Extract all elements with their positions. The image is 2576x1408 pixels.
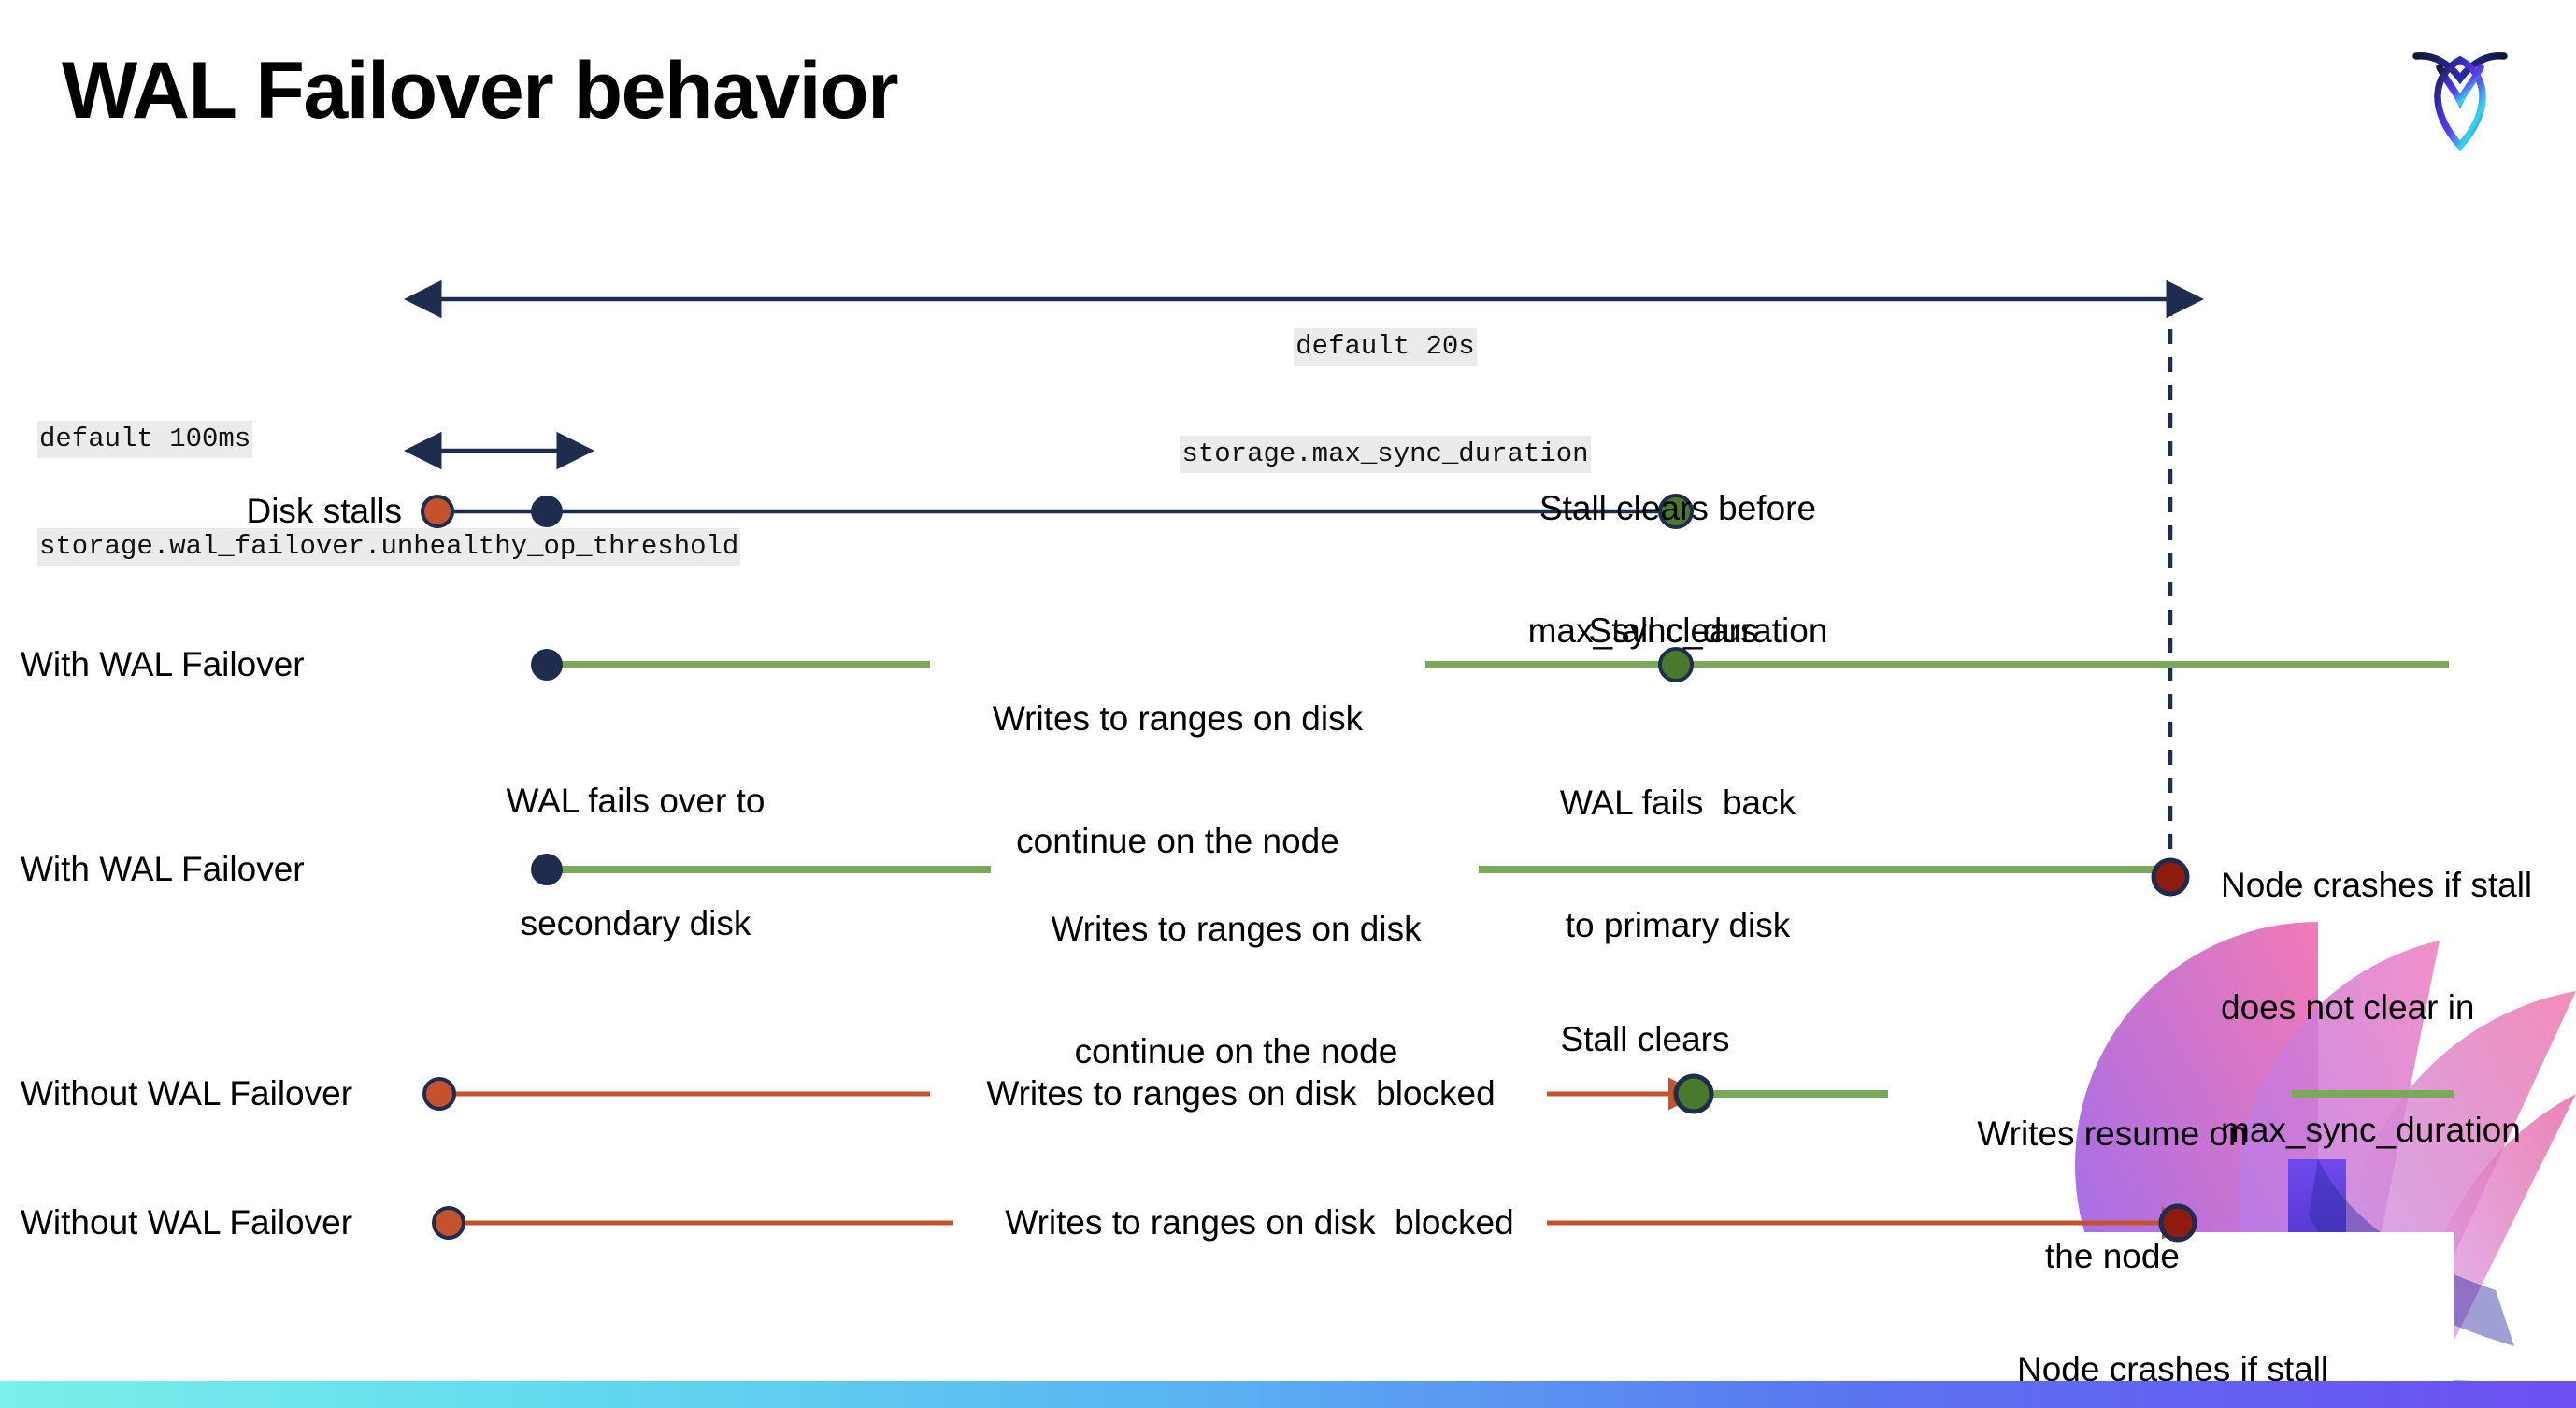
max-sync-duration-callout: default 20s storage.max_sync_duration bbox=[1142, 258, 1628, 544]
annotation-writes-blocked-2: Writes to ranges on disk blocked bbox=[1005, 1203, 1514, 1242]
wal-fails-over-line-2: secondary disk bbox=[520, 904, 751, 943]
writes-continue-line-2: continue on the node bbox=[1016, 822, 1339, 861]
annotation-writes-continue-1: Writes to ranges on disk continue on the… bbox=[935, 617, 1421, 943]
wal-fails-back-line-2: to primary disk bbox=[1565, 906, 1791, 945]
writes-continue2-line-1: Writes to ranges on disk bbox=[1051, 910, 1422, 949]
row-with-wal-failover-recovers-track bbox=[531, 647, 2449, 682]
row-label-without-wal-failover-2: Without WAL Failover bbox=[21, 1203, 353, 1242]
page-title: WAL Failover behavior bbox=[62, 46, 899, 136]
annotation-line-2: max_sync_duration bbox=[1527, 611, 1828, 651]
row-label-with-wal-failover-1: With WAL Failover bbox=[21, 645, 305, 683]
max-sync-default-chip: default 20s bbox=[1294, 328, 1477, 366]
node-crashes3-line-3: max_sync_duration bbox=[2221, 1111, 2521, 1150]
annotation-wal-fails-over: WAL fails over to secondary disk bbox=[439, 699, 832, 1026]
annotation-stall-clears-before: Stall clears before max_sync_duration bbox=[1496, 407, 1860, 733]
row-with-wal-failover-crashes-track bbox=[531, 854, 2190, 897]
unhealthy-name-chip: storage.wal_failover.unhealthy_op_thresh… bbox=[37, 528, 741, 567]
row-label-with-wal-failover-2: With WAL Failover bbox=[21, 850, 305, 888]
wal-fails-back-line-1: WAL fails back bbox=[1559, 783, 1796, 823]
annotation-node-crashes-row3: Node crashes if stall does not clear in … bbox=[2221, 783, 2576, 1232]
writes-resume-line-1: Writes resume on bbox=[1977, 1114, 2248, 1154]
writes-continue-line-1: Writes to ranges on disk bbox=[992, 699, 1364, 739]
annotation-line-1: Stall clears before bbox=[1538, 489, 1817, 528]
unhealthy-op-threshold-callout: default 100ms storage.wal_failover.unhea… bbox=[37, 351, 741, 637]
row-without-wal-failover-crashes-track bbox=[432, 1203, 2197, 1243]
writes-continue2-line-2: continue on the node bbox=[1074, 1032, 1398, 1071]
cockroachdb-logo-icon bbox=[2385, 21, 2535, 170]
crash-callout-backdrop bbox=[1987, 1232, 2454, 1382]
node-crashes3-line-1: Node crashes if stall bbox=[2221, 866, 2533, 905]
unhealthy-default-chip: default 100ms bbox=[37, 421, 253, 459]
annotation-wal-fails-back: WAL fails back to primary disk bbox=[1496, 701, 1860, 1027]
wal-fails-over-line-1: WAL fails over to bbox=[506, 782, 766, 821]
footer-gradient-bar bbox=[0, 1381, 2576, 1408]
annotation-writes-resume: Writes resume on the node bbox=[1925, 1032, 2299, 1358]
writes-resume-line-2: the node bbox=[2044, 1237, 2181, 1276]
node-crashes3-line-2: does not clear in bbox=[2221, 988, 2475, 1027]
row-disk-stalls-track bbox=[421, 494, 1694, 529]
annotation-stall-clears-row2: Stall clears bbox=[1588, 611, 1758, 650]
annotation-stall-clears-row4: Stall clears bbox=[1560, 1020, 1730, 1058]
max-sync-name-chip: storage.max_sync_duration bbox=[1180, 436, 1591, 474]
row-without-wal-failover-recovers-track bbox=[422, 1073, 2454, 1114]
annotation-writes-continue-2: Writes to ranges on disk continue on the… bbox=[991, 827, 1481, 1154]
row-label-without-wal-failover-1: Without WAL Failover bbox=[21, 1074, 353, 1113]
annotation-writes-blocked-1: Writes to ranges on disk blocked bbox=[986, 1074, 1496, 1113]
row-label-disk-stalls: Disk stalls bbox=[246, 492, 402, 530]
